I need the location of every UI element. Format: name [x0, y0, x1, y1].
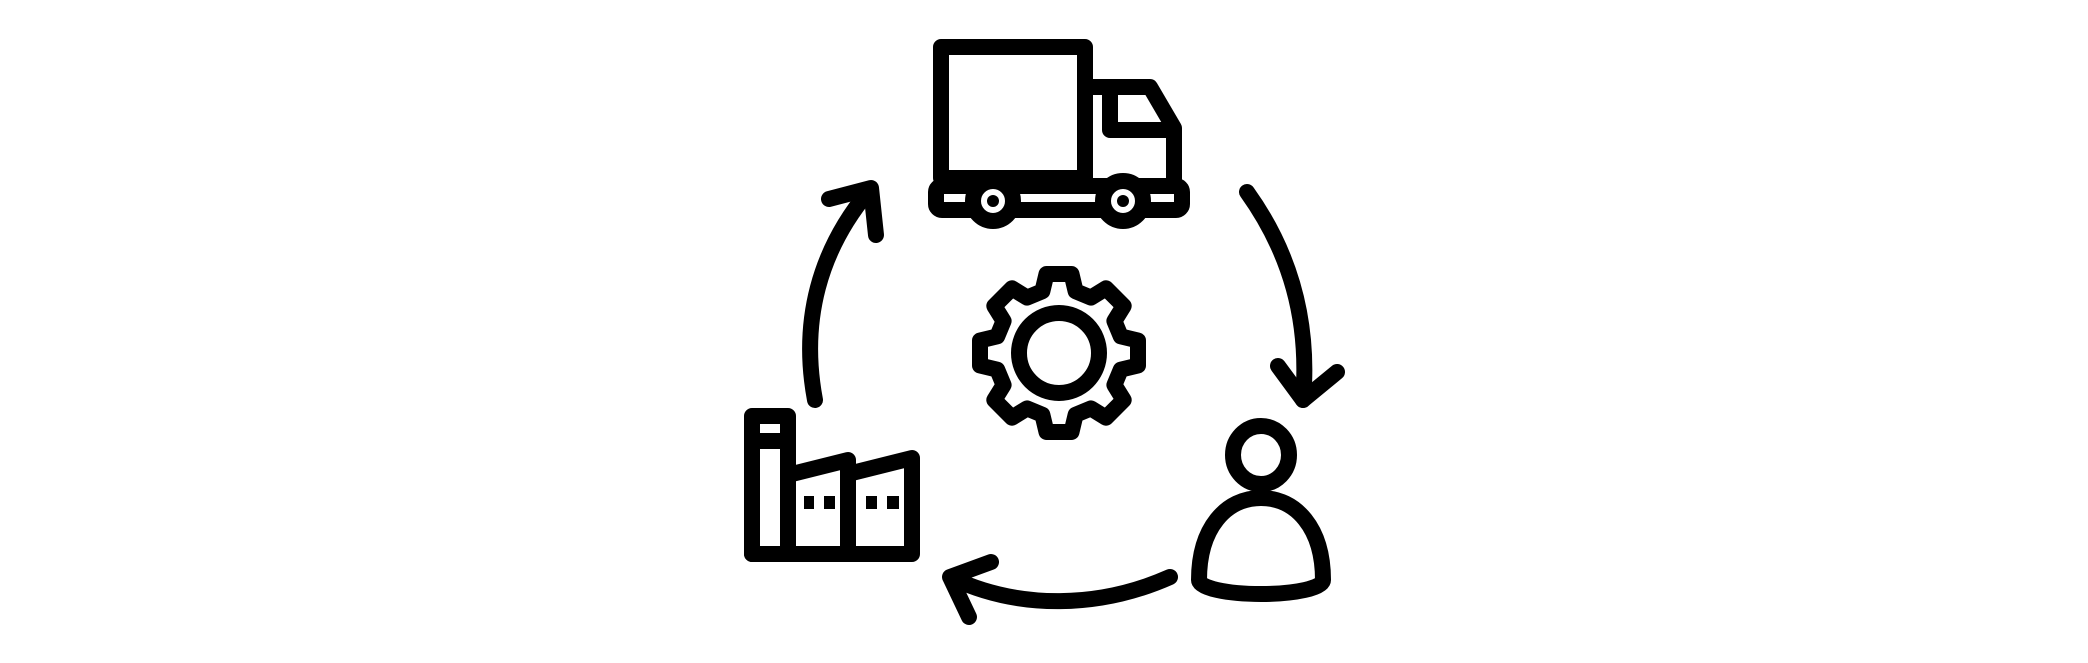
factory-icon — [744, 408, 920, 562]
arrow-truck-to-person-icon — [1239, 184, 1345, 408]
gear-icon — [972, 266, 1146, 440]
arrow-person-to-factory-icon — [942, 554, 1178, 625]
arrow-factory-to-truck-icon — [802, 180, 884, 408]
truck-icon — [928, 39, 1190, 229]
person-icon — [1191, 418, 1331, 602]
